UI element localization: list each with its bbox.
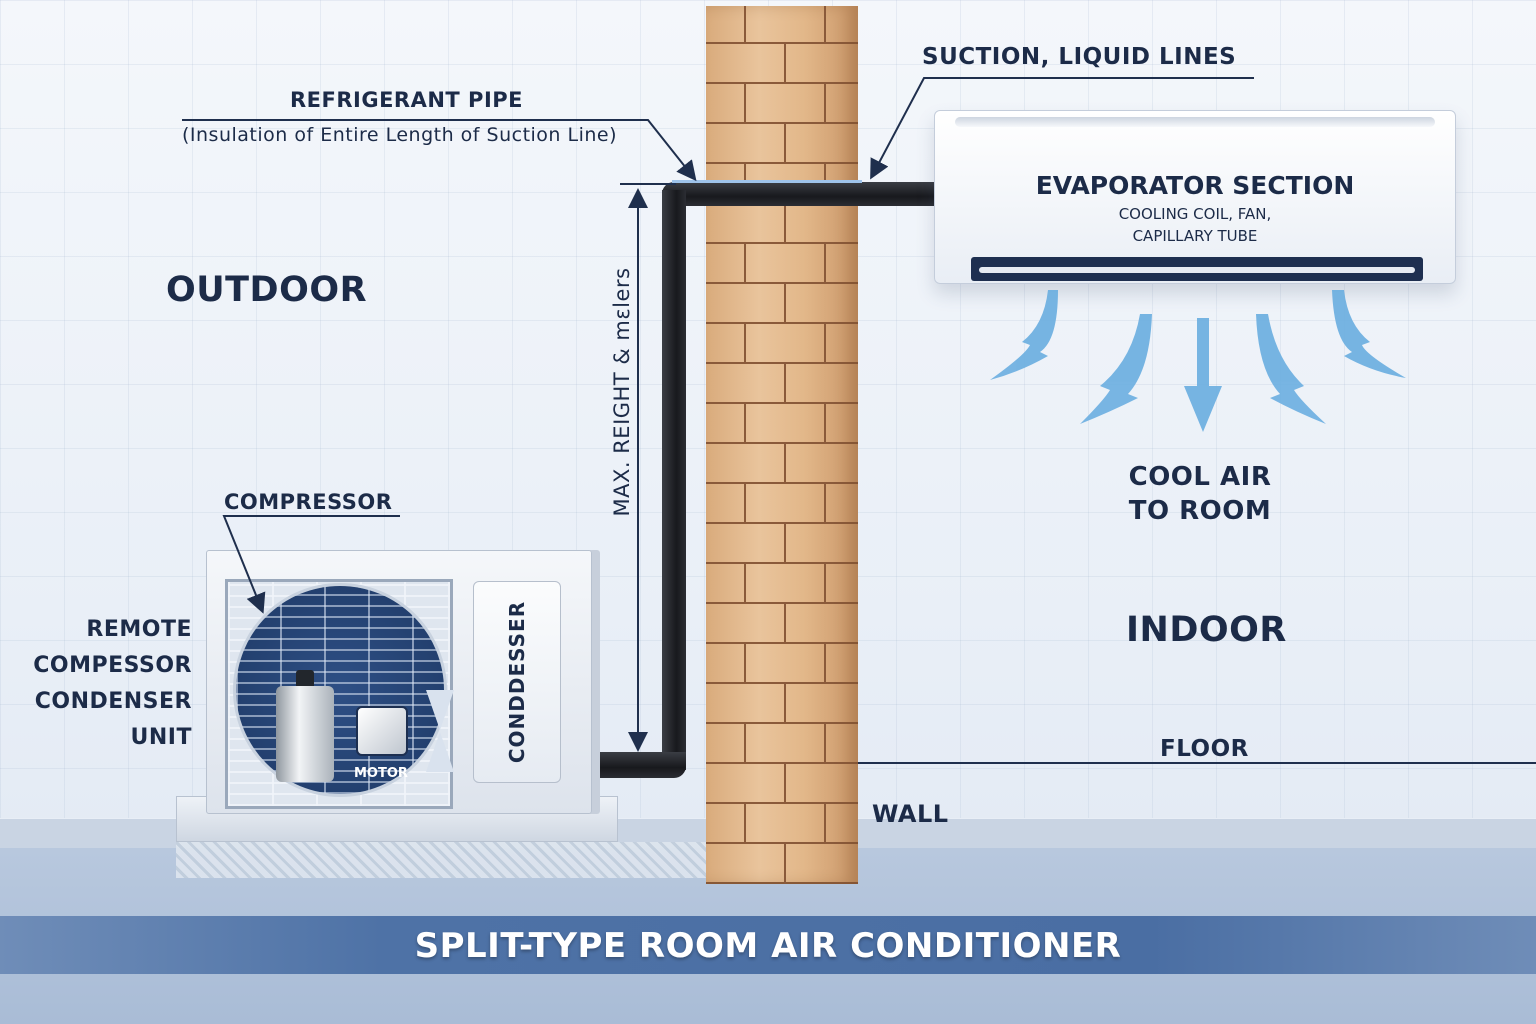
airflow-arrow-icon [1332,290,1406,378]
compressor-leader [222,515,400,614]
refrigerant-pipe-horizontal-top [662,182,934,206]
remote-unit-line: CONDENSER [34,689,192,714]
diagram-title: SPLIT-TYPE ROOM AIR CONDITIONER [414,926,1122,966]
suction-lines-leader [870,77,1254,180]
cool-air-line: COOL AIR [1128,462,1272,492]
gravel-bed [176,842,706,878]
suction-liquid-lines-label: SUCTION, LIQUID LINES [922,44,1237,70]
brick-joints-offset [706,6,858,884]
cool-air-label: COOL AIR TO ROOM [1100,460,1300,528]
fan-icon: MOTOR [236,586,454,794]
compressor-cap [296,670,314,690]
compressor-label: COMPRESSOR [224,490,393,514]
airflow-arrows [990,290,1406,432]
remote-unit-line: COMPESSOR [33,653,192,678]
indoor-unit-flap [979,267,1415,273]
refrigerant-pipe-label: REFRIGERANT PIPE [290,88,524,112]
motor-icon [356,706,408,756]
condenser-panel: CONDDESSER [473,581,561,783]
brick-wall [706,6,858,884]
pipe-insulation-highlight [672,180,862,183]
indoor-unit-evaporator: EVAPORATOR SECTION COOLING COIL, FAN, CA… [934,110,1456,284]
evaporator-subtitle-2: CAPILLARY TUBE [1132,227,1258,245]
wall-label: WALL [872,800,949,828]
airflow-arrow-icon [990,290,1058,380]
airflow-arrow-icon [1256,314,1326,424]
airflow-arrow-icon [1184,318,1222,432]
floor-label: FLOOR [1160,736,1249,762]
evaporator-subtitle-1: COOLING COIL, FAN, [1118,205,1272,223]
floor-line [858,762,1536,764]
indoor-unit-top-grille [955,117,1435,127]
title-banner: SPLIT-TYPE ROOM AIR CONDITIONER [0,916,1536,974]
refrigerant-pipe-vertical [662,190,686,770]
refrigerant-pipe-leader [182,119,697,182]
refrigerant-pipe-note: (Insulation of Entire Length of Suction … [182,124,618,146]
max-height-label: MAX. REIGHT & mεlers [610,267,634,517]
outdoor-zone-label: OUTDOOR [166,270,368,310]
indoor-unit-vent [971,257,1423,281]
refrigerant-pipe-horizontal-bottom [590,752,686,778]
compressor-icon [276,686,334,782]
outdoor-unit: MOTOR CONDDESSER [206,550,592,814]
indoor-zone-label: INDOOR [1126,610,1287,650]
evaporator-title: EVAPORATOR SECTION [1035,171,1355,200]
motor-label: MOTOR [354,766,408,781]
airflow-arrow-icon [1080,314,1152,424]
fan-blade-icon [426,690,454,730]
fan-blade-icon [426,732,454,772]
cool-air-line: TO ROOM [1128,496,1272,526]
remote-unit-label: REMOTE COMPESSOR CONDENSER UNIT [20,612,192,756]
remote-unit-line: REMOTE [86,617,192,642]
remote-unit-line: UNIT [130,725,192,750]
fan-grille: MOTOR [225,579,454,809]
